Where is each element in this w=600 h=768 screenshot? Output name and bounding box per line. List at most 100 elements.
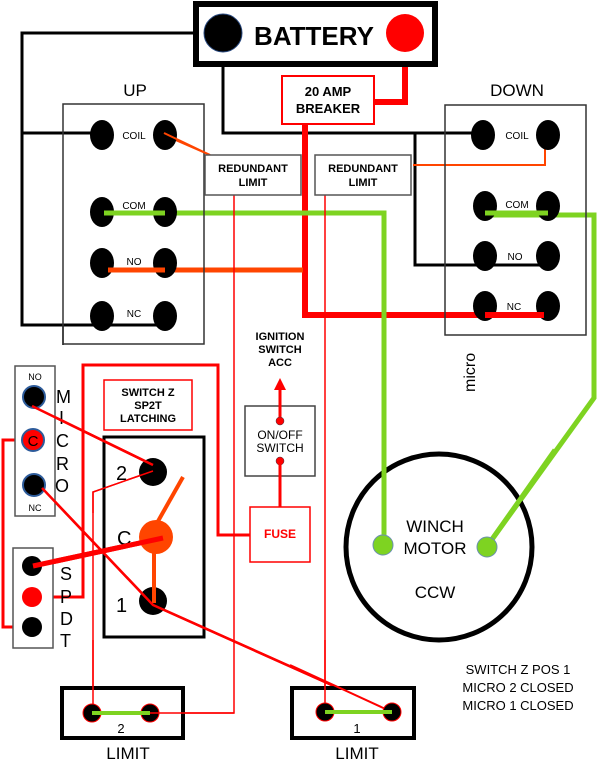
down-relay: DOWN COIL COM NO NC micro <box>444 81 587 392</box>
micro-no-terminal[interactable] <box>22 385 46 409</box>
switch-z-pos1-label: 1 <box>116 595 127 617</box>
micro-c-label: C <box>28 433 39 450</box>
down-coil-label: COIL <box>505 131 529 142</box>
winch-motor: WINCH MOTOR CCW <box>343 448 558 643</box>
battery-label: BATTERY <box>254 21 374 51</box>
up-no-pin-right[interactable] <box>153 248 177 278</box>
limit-switch-2: 2 LIMIT <box>60 640 234 763</box>
switch-z-pos2-label: 2 <box>116 463 127 485</box>
spdt-bottom-terminal[interactable] <box>22 617 42 637</box>
motor-right-terminal[interactable] <box>476 536 498 558</box>
micro-no-label: NO <box>28 372 42 382</box>
breaker-line2: BREAKER <box>296 101 361 116</box>
fuse-label: FUSE <box>264 527 296 541</box>
down-no-label: NO <box>508 252 523 263</box>
ground-wire-left-bus <box>20 31 213 327</box>
down-relay-box <box>444 104 587 336</box>
micro-nc-terminal[interactable] <box>22 473 46 497</box>
fuse-box[interactable] <box>249 506 311 563</box>
ignition-line1: IGNITION <box>256 331 305 343</box>
up-coil-label: COIL <box>122 131 146 142</box>
up-coil-pin-right[interactable] <box>153 120 177 150</box>
ignition-line2: SWITCH <box>258 344 301 356</box>
onoff-top-terminal[interactable] <box>275 416 285 426</box>
spdt-middle-to-fuse <box>32 363 250 599</box>
redundant-limit-left-line1: REDUNDANT <box>218 163 288 175</box>
status-note-1: SWITCH Z POS 1 <box>466 662 571 677</box>
down-nc-label: NC <box>507 302 521 313</box>
micro-switch: NO C NC M I C R O <box>14 365 71 517</box>
up-com-pin-left[interactable] <box>90 197 114 227</box>
switch-z-body <box>102 435 206 639</box>
switch-z-pos2-terminal[interactable] <box>139 458 167 486</box>
up-coil-pin-left[interactable] <box>90 120 114 150</box>
onoff-line1: ON/OFF <box>257 428 302 442</box>
spdt-to-c-overlay <box>32 535 164 569</box>
limit-1-diagonal-wire <box>289 664 393 713</box>
status-notes: SWITCH Z POS 1 MICRO 2 CLOSED MICRO 1 CL… <box>462 662 573 713</box>
micro-c-terminal[interactable] <box>21 428 45 452</box>
redundant-limit-left-box[interactable] <box>204 154 302 196</box>
limit-1-number: 1 <box>353 721 360 736</box>
ignition-arrow-icon <box>274 378 286 390</box>
motor-right-wire <box>485 448 558 547</box>
spdt-middle-terminal[interactable] <box>22 587 42 607</box>
battery-positive-terminal[interactable] <box>386 14 424 52</box>
motor-line1: WINCH <box>406 517 464 536</box>
up-no-label: NO <box>127 257 142 268</box>
limit-1-label: LIMIT <box>335 744 378 763</box>
up-relay-box <box>62 103 205 345</box>
spdt-letter-d: D <box>60 609 73 629</box>
micro-letter-o: O <box>55 476 69 496</box>
redundant-limit-left: REDUNDANT LIMIT <box>204 154 302 196</box>
switchz-2-to-limit-overlay <box>92 470 154 513</box>
motor-wire-up-com <box>104 210 387 545</box>
switch-z-title-line1: SWITCH Z <box>121 387 174 399</box>
breaker-box[interactable] <box>281 75 375 125</box>
redundant-limit-right-box[interactable] <box>314 154 412 196</box>
down-coil-pin-right[interactable] <box>536 120 560 150</box>
spdt-top-terminal[interactable] <box>22 556 42 576</box>
motor-left-terminal[interactable] <box>372 534 394 556</box>
spdt-letter-p: P <box>60 587 72 607</box>
onoff-line2: SWITCH <box>256 441 303 455</box>
redundant-limit-right-line1: REDUNDANT <box>328 163 398 175</box>
status-note-3: MICRO 1 CLOSED <box>462 698 573 713</box>
motor-line2: MOTOR <box>404 539 467 558</box>
up-nc-label: NC <box>127 309 141 320</box>
switch-z-lever <box>155 476 185 524</box>
switch-z-title-box <box>103 379 193 431</box>
motor-outline <box>343 451 535 643</box>
down-relay-side-label: micro <box>462 353 479 392</box>
spdt-letter-s: S <box>60 564 72 584</box>
down-com-pin-left[interactable] <box>473 191 497 221</box>
down-com-pin-right[interactable] <box>536 191 560 221</box>
down-coil-pin-left[interactable] <box>471 120 495 150</box>
micro-no-to-2-overlay <box>31 404 154 467</box>
micro-letter-r: R <box>56 454 69 474</box>
redundant-limit-right: REDUNDANT LIMIT <box>314 154 412 196</box>
down-com-label: COM <box>505 200 528 211</box>
battery: BATTERY <box>193 1 438 67</box>
status-note-2: MICRO 2 CLOSED <box>462 680 573 695</box>
up-com-label: COM <box>122 201 145 212</box>
micro-nc-label: NC <box>29 503 42 513</box>
up-no-pin-left[interactable] <box>90 248 114 278</box>
switch-z-title-line3: LATCHING <box>120 413 176 425</box>
micro-letter-m: M <box>56 387 71 407</box>
limit-2-label: LIMIT <box>106 744 149 763</box>
down-relay-title: DOWN <box>490 81 544 100</box>
up-coil-orange-overlay <box>163 132 211 156</box>
ignition-line3: ACC <box>268 357 292 369</box>
up-relay-title: UP <box>123 81 147 100</box>
ignition-group: IGNITION SWITCH ACC ON/OFF SWITCH FUSE <box>244 331 316 563</box>
limit-switch-1: 1 LIMIT <box>289 640 416 763</box>
power-wire-breaker-down-nc <box>302 124 544 318</box>
micro-letter-c: C <box>56 431 69 451</box>
breaker: 20 AMP BREAKER <box>281 75 375 125</box>
redundant-limit-left-line2: LIMIT <box>239 177 268 189</box>
battery-negative-terminal[interactable] <box>203 13 243 53</box>
limit-2-number: 2 <box>117 721 124 736</box>
switch-z: SWITCH Z SP2T LATCHING 2 C 1 <box>102 379 206 639</box>
